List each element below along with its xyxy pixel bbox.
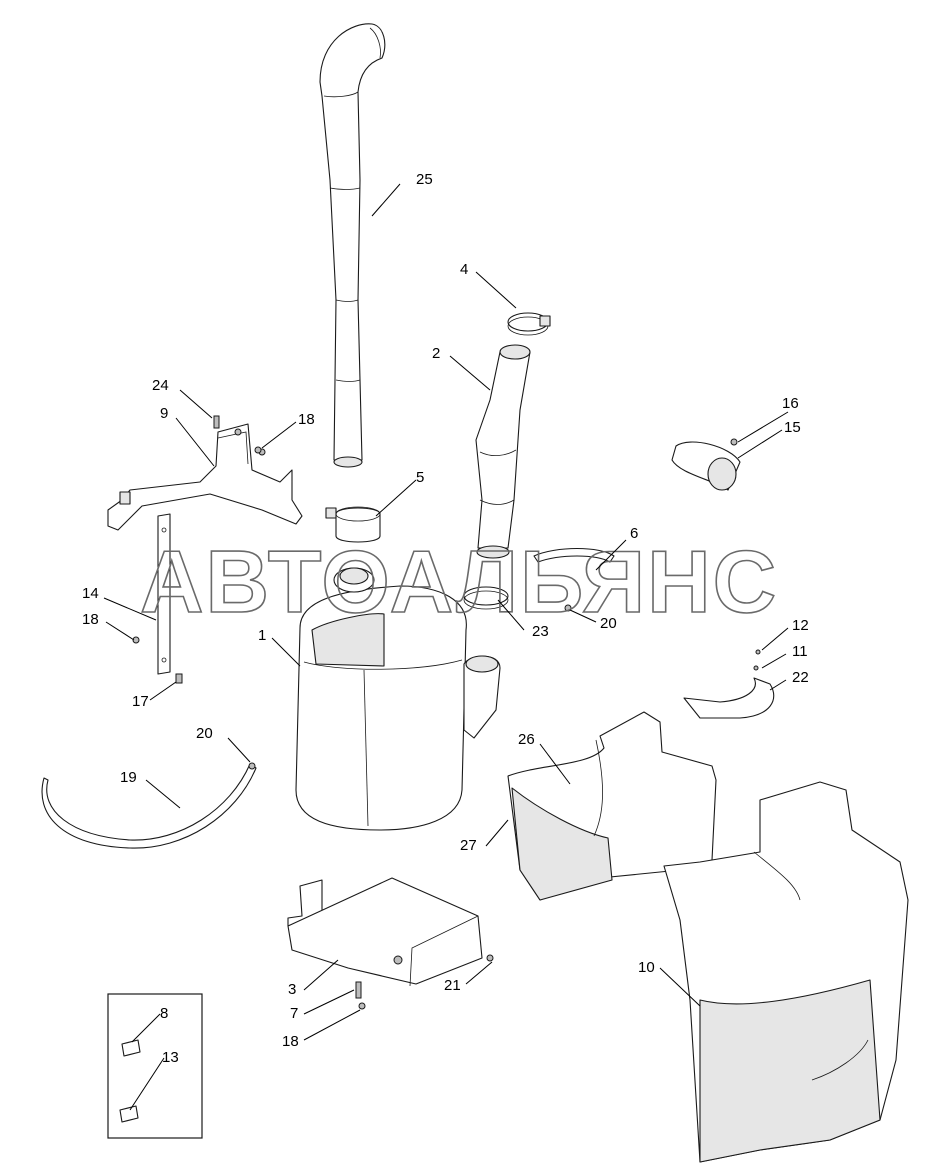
callout-12: 12 — [792, 617, 809, 634]
callout-16: 16 — [782, 395, 799, 412]
callout-10: 10 — [638, 959, 655, 976]
heat-shield-large — [663, 781, 909, 1163]
end-cap — [671, 438, 741, 491]
leader-lines — [103, 183, 789, 1111]
callout-3: 3 — [288, 981, 296, 998]
bolt-24 — [213, 415, 220, 429]
washer-11 — [753, 665, 759, 671]
pipe-clamp-middle — [325, 506, 381, 543]
callout-21: 21 — [444, 977, 461, 994]
callout-18-top: 18 — [298, 411, 315, 428]
heat-shield-front — [507, 711, 717, 901]
fasteners — [132, 415, 761, 1010]
callout-20-left: 20 — [196, 725, 213, 742]
nut-18b — [132, 636, 140, 644]
callout-20-right: 20 — [600, 615, 617, 632]
callout-2: 2 — [432, 345, 440, 362]
callout-18-left: 18 — [82, 611, 99, 628]
callout-25: 25 — [416, 171, 433, 188]
callout-19: 19 — [120, 769, 137, 786]
stud-7 — [355, 981, 362, 999]
muffler — [295, 567, 501, 831]
callout-5: 5 — [416, 469, 424, 486]
strap-lower — [41, 763, 257, 849]
callout-22: 22 — [792, 669, 809, 686]
callout-23: 23 — [532, 623, 549, 640]
bolt-12 — [755, 649, 761, 655]
pipe-clamp-upper — [507, 312, 551, 336]
callout-18-bottom: 18 — [282, 1033, 299, 1050]
callout-26: 26 — [518, 731, 535, 748]
exhaust-tailpipe — [319, 23, 386, 468]
callout-14: 14 — [82, 585, 99, 602]
nut-20a — [248, 762, 256, 770]
flat-bracket-right — [683, 677, 775, 719]
watermark-text: АВТОАЛЬЯНС — [140, 532, 778, 631]
strap-upper — [533, 547, 615, 563]
mounting-plate-lower — [287, 877, 494, 987]
callout-7: 7 — [290, 1005, 298, 1022]
nut-18a — [254, 446, 262, 454]
callout-6: 6 — [630, 525, 638, 542]
callout-8: 8 — [160, 1005, 168, 1022]
intermediate-pipe — [475, 344, 531, 559]
callout-17: 17 — [132, 693, 149, 710]
pipe-clamp-lower — [463, 586, 509, 610]
callout-27: 27 — [460, 837, 477, 854]
mounting-bracket-upper — [107, 423, 303, 531]
callout-13: 13 — [162, 1049, 179, 1066]
callout-labels: 25 4 2 5 6 20 23 24 9 18 16 15 14 18 17 … — [82, 171, 809, 1066]
callout-15: 15 — [784, 419, 801, 436]
nut-18c — [358, 1002, 366, 1010]
inset-fasteners-box — [107, 993, 203, 1139]
callout-9: 9 — [160, 405, 168, 422]
vertical-bracket — [157, 513, 171, 675]
callout-11: 11 — [792, 643, 808, 660]
callout-24: 24 — [152, 377, 169, 394]
callout-4: 4 — [460, 261, 468, 278]
callout-1: 1 — [258, 627, 266, 644]
bolt-17 — [175, 673, 183, 684]
nut-20b — [564, 604, 572, 612]
